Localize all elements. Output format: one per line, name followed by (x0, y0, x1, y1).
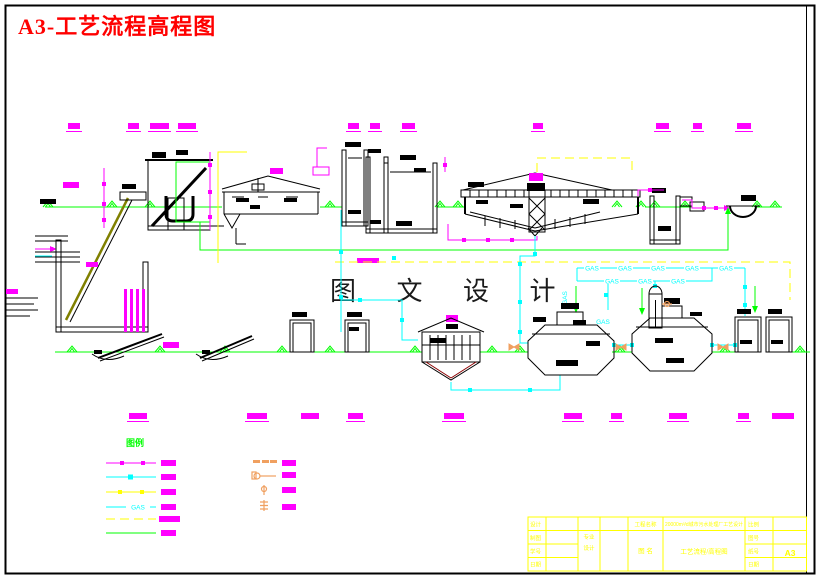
titleblock-project-value: 20000m³/d城市污水处理厂工艺设计 (665, 521, 743, 528)
titleblock-figno-label: 图号 (748, 534, 760, 542)
screw-pump (150, 166, 208, 228)
titleblock-draft-label: 制图 (530, 534, 542, 542)
contact-tank (649, 188, 693, 245)
svg-text:GAS: GAS (638, 279, 652, 286)
inlet-channel (6, 235, 80, 317)
clarifier-label (529, 173, 543, 181)
legend-line-gas: GAS (106, 504, 176, 512)
svg-text:GAS: GAS (605, 279, 619, 286)
legend-symbol-fitting (260, 500, 296, 511)
svg-text:GAS: GAS (131, 505, 145, 512)
titleblock-scale-label: 比例 (748, 521, 760, 529)
title-block: 设计 制图 学号 日期 专业 设计 工程名称 20000m³/d城市污水处理厂工… (527, 516, 807, 572)
digester-2 (631, 298, 713, 372)
legend-symbol-pump (251, 471, 296, 480)
digester-1 (527, 303, 615, 376)
legend-symbol-valve (260, 485, 296, 495)
titleblock-drawingname-value: 工艺流程/高程图 (680, 547, 727, 556)
small-elevation-label (357, 256, 396, 263)
ground-line-upper (42, 200, 782, 208)
titleblock-project-label: 工程名称 (634, 521, 657, 529)
titleblock-design2-label: 设计 (583, 544, 595, 552)
titleblock-date-left-label: 日期 (530, 562, 542, 569)
unit-labels-top (66, 123, 753, 132)
inclined-bar-screen (64, 197, 130, 321)
aeration-tank-1 (341, 142, 369, 227)
unit-labels-bottom (127, 413, 794, 422)
aeration-tank-3 (383, 155, 438, 234)
bar-screen-sump (40, 182, 149, 333)
outfall (689, 195, 760, 218)
ground-line-lower (55, 345, 810, 353)
green-pipeline (199, 207, 758, 315)
legend-line-dashed (106, 516, 180, 522)
sludge-pump-wells (289, 312, 370, 353)
svg-text:GAS: GAS (719, 266, 733, 273)
legend-line-ground (106, 530, 176, 536)
watermark-text: 图 文 设 计 (330, 277, 573, 306)
legend-line-supernatant (106, 474, 176, 480)
sludge-thickener (417, 315, 485, 381)
svg-text:GAS: GAS (685, 266, 699, 273)
aeration-tank-2 (365, 149, 389, 234)
titleblock-sheet-size: A3 (785, 548, 796, 558)
gas-labels: GAS GAS GAS GAS GAS GAS GAS GAS GAS GAS (562, 264, 734, 326)
sewage-pipes (102, 147, 730, 242)
titleblock-major-label: 专业 (583, 533, 595, 541)
aeration-tanks (312, 142, 438, 234)
drawing-title: A3-工艺流程高程图 (18, 14, 216, 39)
svg-text:GAS: GAS (651, 266, 665, 273)
legend: 图例 GAS (106, 437, 296, 536)
sheet-frame (4, 4, 816, 575)
titleblock-studentid-label: 学号 (530, 548, 542, 556)
titleblock-date-right-label: 日期 (748, 562, 760, 569)
svg-text:GAS: GAS (585, 266, 599, 273)
sludge-drying-beds (91, 289, 255, 362)
legend-line-sewage (106, 460, 176, 466)
legend-title: 图例 (126, 437, 144, 448)
primary-sedimentation-tank (221, 168, 321, 245)
legend-line-sludge (106, 489, 176, 495)
yellow-lines (217, 151, 791, 300)
titleblock-drawingname-label: 图 名 (638, 546, 653, 555)
legend-symbol-gate (253, 460, 296, 466)
titleblock-sheetno-label: 纸号 (748, 548, 760, 556)
svg-text:GAS: GAS (562, 290, 569, 304)
secondary-clarifier (460, 172, 641, 237)
tank-label (270, 168, 283, 174)
titleblock-design-label: 设计 (530, 521, 542, 529)
svg-text:GAS: GAS (618, 266, 632, 273)
svg-text:GAS: GAS (671, 279, 685, 286)
gas-storage-tanks (734, 309, 793, 353)
screen-label (63, 182, 79, 188)
desulfurizer (648, 285, 672, 329)
inlet-box-label (312, 166, 330, 176)
svg-text:GAS: GAS (596, 319, 610, 326)
